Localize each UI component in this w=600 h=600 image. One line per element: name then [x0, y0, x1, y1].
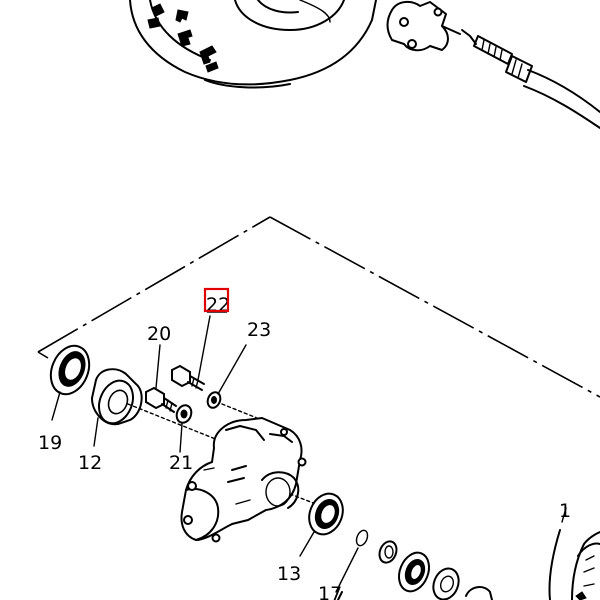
gear-case-housing: [180, 416, 317, 543]
drive-shaft-yoke: [386, 0, 600, 129]
callout-12: 12: [78, 452, 102, 474]
bolt-20: [145, 344, 177, 413]
washer-23: [206, 344, 263, 421]
bearing-12: [90, 368, 219, 447]
callout-20: 20: [147, 323, 171, 345]
callout-1: 1: [559, 500, 571, 522]
callout-17: 17: [318, 583, 342, 600]
callout-19: 19: [38, 432, 62, 454]
callout-22-highlight-box: [203, 287, 230, 313]
assembly-boundary: [37, 216, 600, 398]
callout-13: 13: [277, 563, 301, 585]
brake-drum-hub: [129, 0, 377, 89]
bolt-22: [171, 315, 211, 391]
o-ring-17: [335, 529, 369, 593]
callout-23: 23: [247, 319, 271, 341]
rear-housing-1: [548, 507, 600, 600]
callout-21: 21: [169, 452, 193, 474]
lower-bearing-set: [337, 540, 493, 600]
oil-seal-19: [49, 344, 91, 421]
callout-labels: 22 20 23 19 12 21 13 17 1: [38, 287, 571, 600]
oil-seal-13: [299, 492, 344, 557]
washer-21: [175, 404, 193, 453]
